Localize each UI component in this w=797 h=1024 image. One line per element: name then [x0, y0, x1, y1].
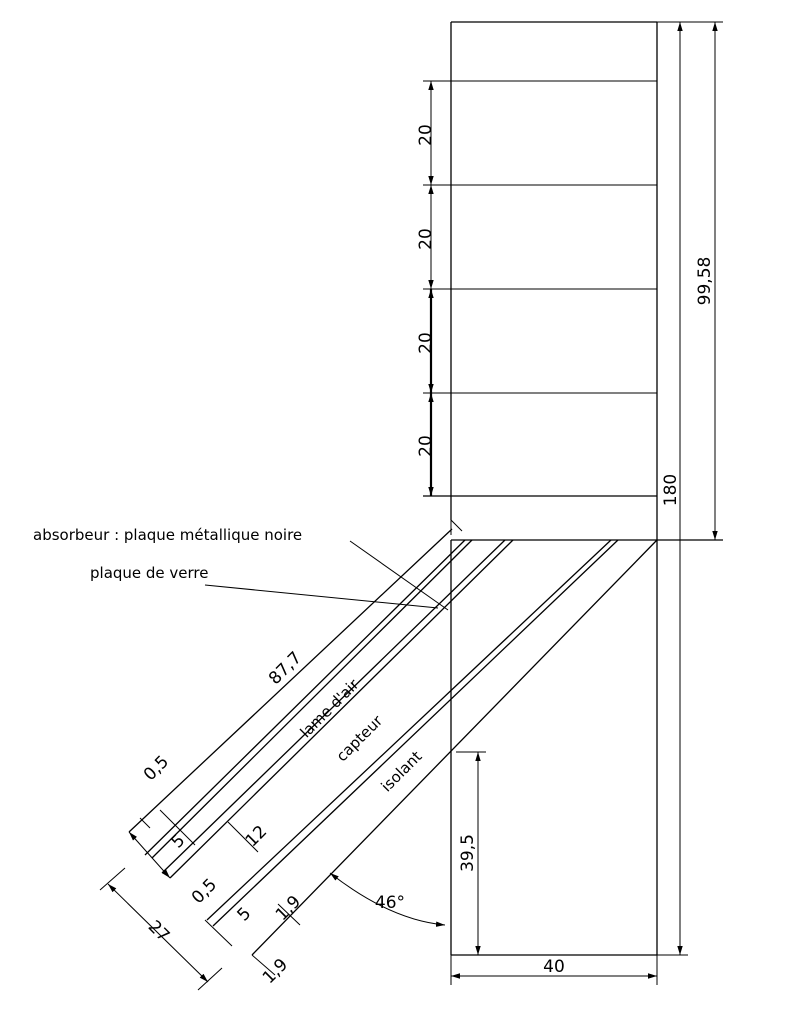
dim-20-label: 20 — [416, 332, 436, 354]
dim-20-label: 20 — [416, 124, 436, 146]
dim-05b-label: 0,5 — [188, 875, 221, 908]
dim-right: 99,58 180 — [657, 22, 718, 956]
isolant-label: isolant — [377, 747, 425, 795]
dim-05a-label: 0,5 — [140, 752, 173, 785]
callouts: absorbeur : plaque métallique noire plaq… — [33, 526, 302, 582]
leaders — [204, 540, 449, 611]
dim-99-label: 99,58 — [695, 257, 715, 306]
dim-20-label: 20 — [416, 228, 436, 250]
dim-19a-label: 1,9 — [272, 892, 305, 925]
dim-39-label: 39,5 — [458, 834, 478, 872]
absorbeur-label: absorbeur : plaque métallique noire — [33, 526, 302, 544]
dim-20-label: 20 — [416, 435, 436, 457]
dim-20-stack: 20 20 20 20 — [416, 81, 436, 496]
verre-label: plaque de verre — [90, 564, 209, 582]
dim-12-label: 12 — [242, 822, 271, 851]
tower — [423, 21, 723, 956]
dim-39: 39,5 — [456, 751, 486, 955]
dim-87-label: 87,7 — [265, 648, 306, 689]
thickness-dims: 0,5 5 12 0,5 5 1,9 27 1,9 — [99, 752, 305, 991]
angle-label: 46° — [375, 893, 405, 913]
dim-40-label: 40 — [543, 957, 565, 977]
dim-180-label: 180 — [661, 474, 681, 506]
dim-5b-label: 5 — [234, 904, 256, 926]
dim-19b-label: 1,9 — [259, 955, 292, 988]
dim-40: 40 — [450, 955, 658, 985]
dim-27-label: 27 — [144, 917, 173, 946]
angle-dim: 46° — [329, 872, 446, 927]
collector — [128, 519, 658, 956]
capteur-label: capteur — [333, 711, 387, 765]
